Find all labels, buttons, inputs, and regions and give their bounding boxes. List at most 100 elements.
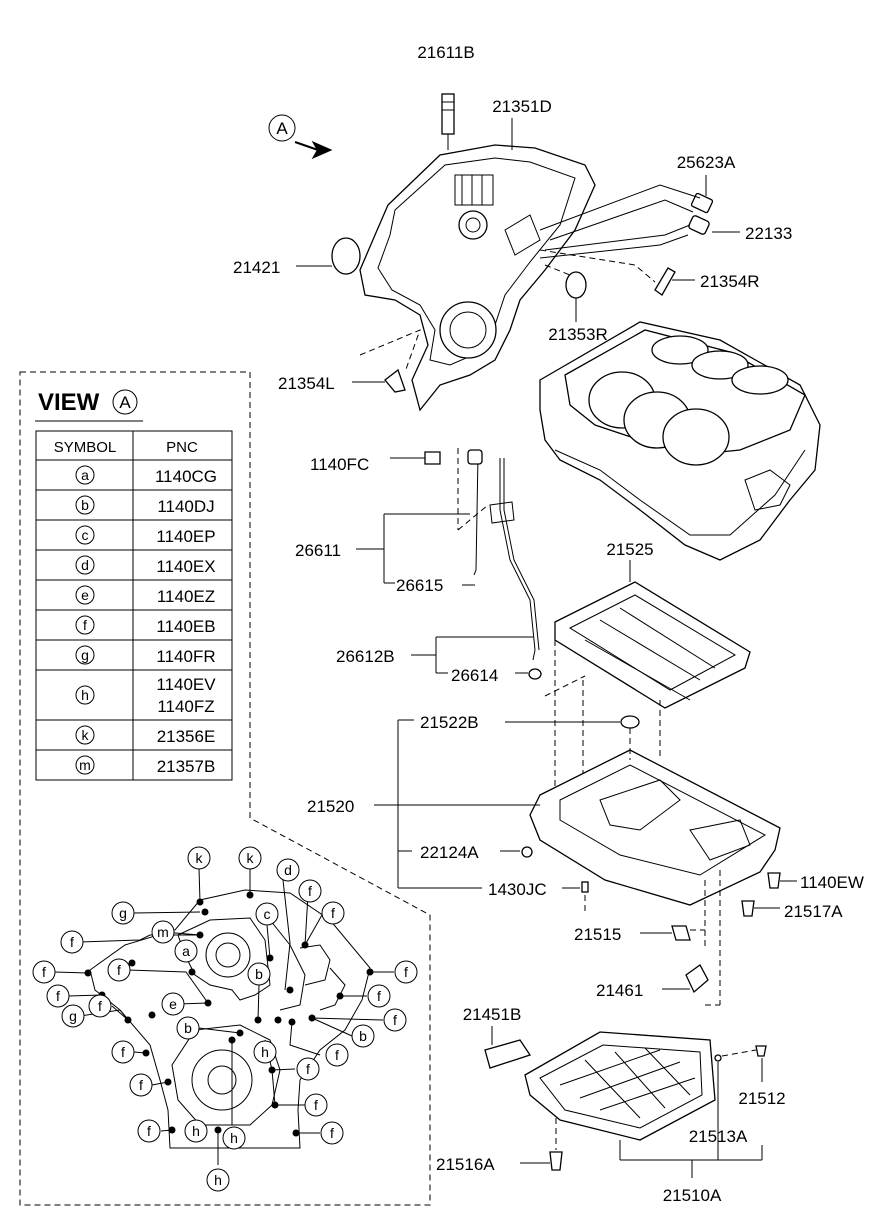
callout-f-11: f (121, 1044, 125, 1060)
engine-block (539, 321, 821, 561)
pnc-table: SYMBOL PNC a 1140CG b 1140DJ c 1140EP d … (35, 430, 233, 781)
label-21354l: 21354L (278, 374, 335, 393)
label-21353r: 21353R (548, 325, 608, 344)
pnc-f: 1140EB (156, 617, 215, 636)
oring-26614 (528, 668, 542, 680)
view-arrow-icon (294, 140, 333, 160)
label-21517a: 21517A (784, 902, 843, 921)
label-21515: 21515 (574, 925, 621, 944)
callout-g-2: g (69, 1008, 77, 1024)
callout-b-1: b (255, 966, 263, 982)
label-26614: 26614 (451, 666, 498, 685)
pnc-h-1: 1140EV (156, 675, 216, 694)
pin-1430jc (581, 881, 589, 893)
washer-21513a (714, 1054, 722, 1062)
symbol-e: e (81, 587, 89, 603)
callout-e: e (169, 996, 177, 1012)
callout-f-10: f (393, 1012, 397, 1028)
pnc-a: 1140CG (155, 467, 217, 486)
symbol-k: k (82, 727, 90, 743)
bolt-1140ew (767, 872, 781, 889)
label-1140ew: 1140EW (800, 873, 864, 892)
label-21520: 21520 (307, 797, 354, 816)
label-22133: 22133 (745, 224, 792, 243)
symbol-h: h (81, 687, 89, 703)
plug-22124a (521, 846, 533, 858)
callout-f-12: f (335, 1047, 339, 1063)
label-21351d: 21351D (492, 97, 552, 116)
callout-f-16: f (147, 1123, 151, 1139)
oring-21522b (620, 715, 640, 729)
label-21461: 21461 (596, 981, 643, 1000)
view-a-callouts: k k d c g m a b e g b b h h h h f f f f … (32, 846, 418, 1192)
bolt-21516a (549, 1151, 563, 1171)
callout-f-14: f (306, 1061, 310, 1077)
pnc-e: 1140EZ (157, 587, 215, 606)
dipstick-assembly: 1140FC 26611 26615 26612B 26614 (295, 448, 542, 685)
callout-k-2: k (247, 850, 255, 866)
callout-f-2: f (331, 905, 335, 921)
label-21512: 21512 (738, 1089, 785, 1108)
label-21611b: 21611B (417, 43, 474, 62)
label-21451b: 21451B (463, 1005, 522, 1024)
callout-b-2: b (184, 1020, 192, 1036)
ladder-frame-21525: 21525 (544, 540, 751, 810)
pnc-k: 21356E (157, 727, 216, 746)
label-21522b: 21522B (420, 713, 479, 732)
timing-cover-assembly: A (233, 43, 792, 412)
label-21513a: 21513A (689, 1127, 748, 1146)
pnc-c: 1140EP (156, 527, 215, 546)
view-title: VIEW (38, 389, 100, 416)
callout-f-4: f (42, 964, 46, 980)
pnc-g: 1140FR (156, 647, 215, 666)
callout-g-1: g (119, 905, 127, 921)
callout-f-6: f (404, 964, 408, 980)
baffle-21451b (484, 1039, 532, 1069)
symbol-g: g (81, 647, 89, 663)
callout-h-1: h (261, 1044, 269, 1060)
label-21354r: 21354R (700, 272, 760, 291)
callout-f-15: f (314, 1097, 318, 1113)
pipe-22133 (688, 215, 710, 235)
callout-k-1: k (196, 850, 204, 866)
gasket-21354r (654, 267, 676, 296)
col-symbol-header: SYMBOL (54, 439, 117, 456)
symbol-c: c (82, 527, 89, 543)
callout-f-3: f (70, 934, 74, 950)
label-21510a: 21510A (663, 1186, 722, 1205)
callout-f-5: f (117, 962, 121, 978)
symbol-a: a (81, 467, 89, 483)
symbol-m: m (79, 757, 91, 773)
timing-cover-21351d (359, 144, 596, 412)
lower-oil-pan-21510a: 21451B 21512 21513A 21516A 21510A (436, 1005, 786, 1205)
label-26611: 26611 (295, 541, 341, 560)
label-26612b: 26612B (336, 647, 395, 666)
callout-a: a (182, 943, 190, 959)
seal-21421 (331, 237, 361, 275)
label-21421: 21421 (233, 258, 280, 277)
strainer-21461 (685, 964, 709, 994)
callout-h-2: h (192, 1123, 200, 1139)
callout-f-13: f (139, 1077, 143, 1093)
symbol-f: f (83, 617, 87, 633)
label-1140fc: 1140FC (310, 455, 369, 474)
label-21516a: 21516A (436, 1155, 495, 1174)
label-1430jc: 1430JC (488, 880, 547, 899)
callout-b-3: b (359, 1028, 367, 1044)
oring-21353r (565, 271, 587, 299)
view-a-marker-circle (268, 114, 296, 142)
col-pnc-header: PNC (166, 439, 198, 456)
callout-f-9: f (98, 998, 102, 1014)
pnc-b: 1140DJ (157, 497, 214, 516)
pipe-25623a (690, 192, 714, 214)
view-title-marker: A (119, 393, 131, 412)
label-26615: 26615 (396, 576, 443, 595)
view-a-cover-sketch (89, 889, 371, 1149)
pnc-h-2: 1140FZ (157, 697, 214, 716)
view-a-marker: A (276, 119, 288, 138)
bolt-21512 (755, 1045, 767, 1057)
callout-h-4: h (214, 1172, 222, 1188)
view-a-panel: VIEW A SYMBOL PNC a 1140CG b 1140DJ c 11… (19, 371, 431, 1206)
pnc-d: 1140EX (156, 557, 215, 576)
